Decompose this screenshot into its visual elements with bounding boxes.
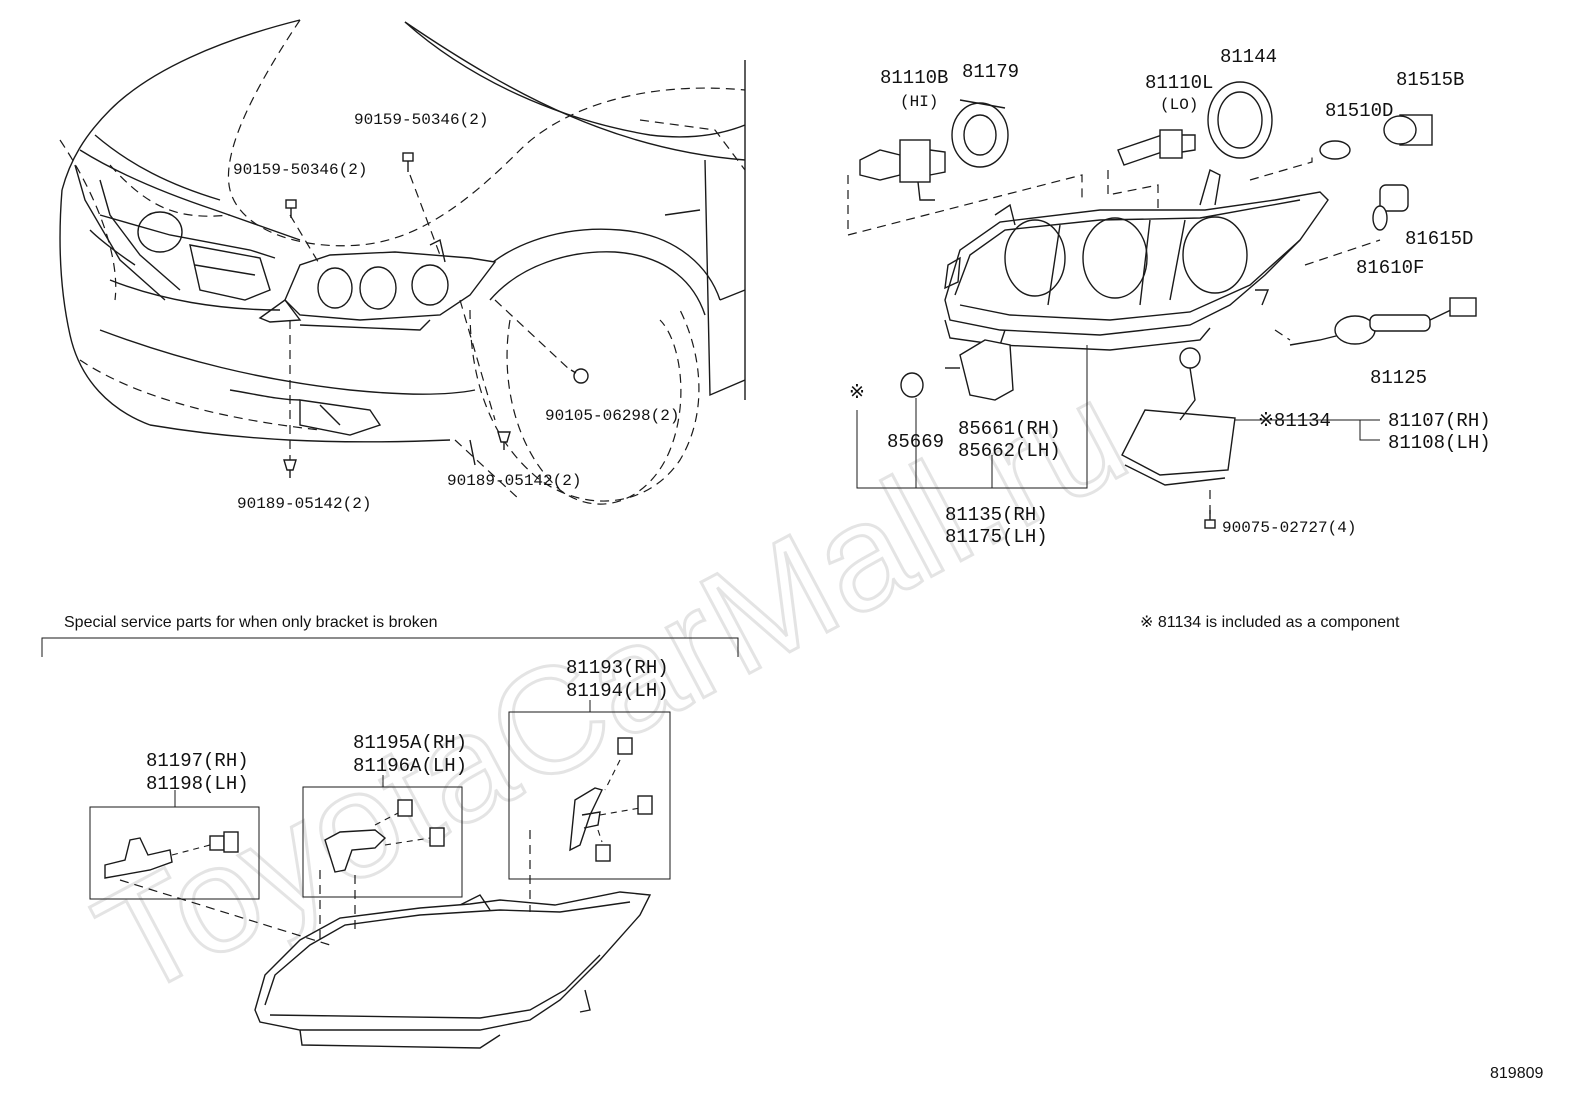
label-81197-rh: 81197(RH) (146, 750, 249, 772)
label-85662-lh: 85662(LH) (958, 440, 1061, 462)
label-90189-05142-b: 90189-05142(2) (447, 472, 581, 490)
bulb-icon-81510d (1319, 140, 1351, 160)
label-81125: 81125 (1370, 367, 1427, 389)
cover-icon-81144 (1207, 81, 1273, 159)
clip-icon-90189-b (497, 431, 511, 450)
bracket-81135 (856, 345, 1088, 489)
label-81108-lh: 81108(LH) (1388, 432, 1491, 454)
label-81134: ※81134 (1258, 410, 1331, 432)
headlight-assembly-illustration (944, 168, 1329, 351)
label-90159-50346-b: 90159-50346(2) (233, 161, 367, 179)
component-note: ※ 81134 is included as a component (1140, 614, 1400, 631)
socket-icon-81179 (951, 99, 1009, 168)
label-81110l: 81110L (1145, 72, 1213, 94)
label-81510d: 81510D (1325, 100, 1393, 122)
headlight-lens-illustration (254, 891, 652, 1049)
leader-81125 (1274, 329, 1291, 341)
car-front-illustration (59, 19, 746, 505)
label-81144: 81144 (1220, 46, 1277, 68)
label-90075-02727: 90075-02727(4) (1222, 519, 1356, 537)
bracket-icon-81193 (569, 737, 653, 862)
label-81198-lh: 81198(LH) (146, 773, 249, 795)
igniter-icon-81125 (1289, 297, 1477, 346)
label-81615d: 81615D (1405, 228, 1473, 250)
label-81135-rh: 81135(RH) (945, 504, 1048, 526)
bracket-icon-81195a (324, 799, 445, 873)
label-81110b-hi: (HI) (900, 93, 938, 111)
bulb-hi-icon-81110b (859, 139, 946, 201)
bulb-icon-81610f (1372, 205, 1388, 231)
label-81515b: 81515B (1396, 69, 1464, 91)
actuator-icon-85661 (945, 339, 1014, 401)
label-81110b: 81110B (880, 67, 948, 89)
bulb-icon-81515b (1383, 114, 1433, 146)
label-81194-lh: 81194(LH) (566, 680, 669, 702)
ring-icon-85669 (900, 372, 924, 398)
label-85661-rh: 85661(RH) (958, 418, 1061, 440)
special-service-bracket (41, 637, 739, 657)
bolt-icon-90159-b (402, 152, 414, 172)
label-81610f: 81610F (1356, 257, 1424, 279)
label-85669: 85669 (887, 431, 944, 453)
leader-81110b (847, 174, 1083, 236)
bracket-icon-81197 (104, 831, 239, 879)
ballast-icon-81107 (1121, 347, 1236, 486)
clip-icon-90189-a (283, 459, 297, 478)
diagram-id: 819809 (1490, 1065, 1543, 1082)
special-service-note: Special service parts for when only brac… (64, 614, 438, 631)
label-81179: 81179 (962, 61, 1019, 83)
bolt-icon-90105 (570, 368, 589, 384)
leader-81610f (1304, 239, 1381, 266)
label-81193-rh: 81193(RH) (566, 657, 669, 679)
label-81195a-rh: 81195A(RH) (353, 732, 467, 754)
label-81175-lh: 81175(LH) (945, 526, 1048, 548)
label-81196a-lh: 81196A(LH) (353, 755, 467, 777)
label-81110l-lo: (LO) (1160, 96, 1198, 114)
bolt-icon-90159-a (285, 199, 297, 218)
label-90189-05142-a: 90189-05142(2) (237, 495, 371, 513)
socket-icon-81615d (1379, 184, 1409, 212)
label-kome-81135: ※ (849, 382, 865, 404)
bulb-lo-icon-81110l (1117, 129, 1196, 166)
label-90105-06298: 90105-06298(2) (545, 407, 679, 425)
leader-81515b (1249, 155, 1313, 181)
label-81107-rh: 81107(RH) (1388, 410, 1491, 432)
leader-81110l (1107, 170, 1159, 210)
label-90159-50346-a: 90159-50346(2) (354, 111, 488, 129)
